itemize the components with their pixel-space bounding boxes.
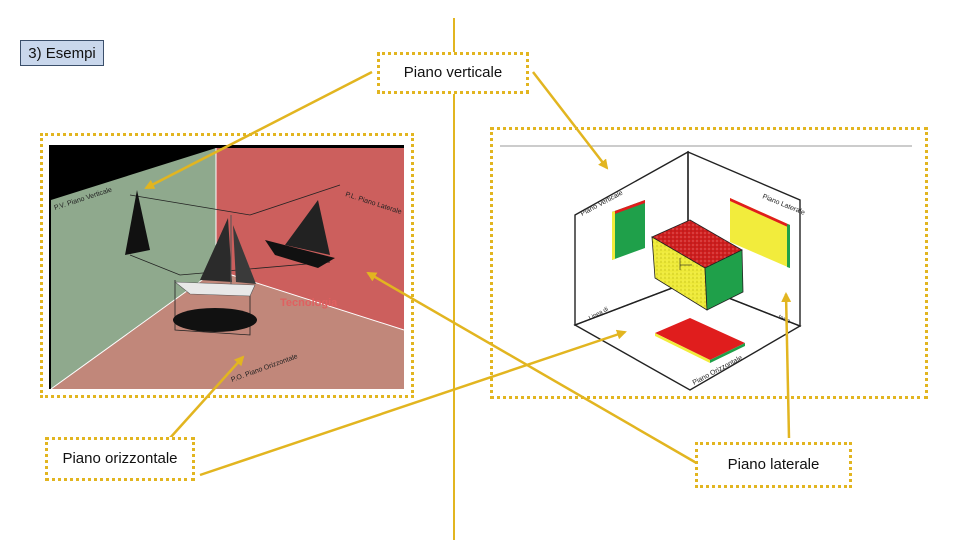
center-divider [453, 18, 455, 540]
arrow-vertical-left [144, 70, 373, 190]
central-prism [651, 219, 744, 311]
right-projection-image: Piano Verticale Piano Laterale Piano Ori… [500, 143, 912, 393]
callout-piano-orizzontale-text: Piano orizzontale [62, 450, 178, 467]
right-pv-projection [612, 200, 645, 260]
sail-shadow-horizontal [173, 308, 257, 332]
left-projection-image: P.V. Piano Verticale P.L. Piano Laterale… [49, 145, 405, 390]
sail-shadow-vertical [125, 190, 150, 255]
left-watermark: Tecnologia [280, 297, 338, 309]
right-po-projection [655, 318, 745, 360]
left-vertical-plane [51, 148, 216, 389]
arrow-horizontal-right [199, 329, 627, 477]
sail-shadow-lateral [285, 200, 330, 255]
slide-title: 3) Esempi [20, 40, 104, 66]
callout-piano-verticale: Piano verticale [377, 52, 529, 94]
callout-piano-verticale-text: Piano verticale [403, 64, 503, 81]
callout-piano-laterale: Piano laterale [695, 442, 852, 488]
left-image-frame [40, 133, 414, 398]
callout-piano-laterale-text: Piano laterale [727, 456, 820, 473]
sailboat [174, 215, 256, 297]
arrow-lateral-left [366, 271, 701, 467]
callout-piano-orizzontale: Piano orizzontale [45, 437, 195, 481]
right-pl-projection [730, 198, 790, 268]
right-axis-right-label: terra [777, 314, 791, 325]
callout-arrows [144, 70, 792, 477]
arrow-vertical-right [532, 71, 609, 170]
arrow-lateral-right [781, 292, 792, 439]
arrow-horizontal-left [169, 355, 245, 439]
right-image-frame [490, 127, 928, 399]
